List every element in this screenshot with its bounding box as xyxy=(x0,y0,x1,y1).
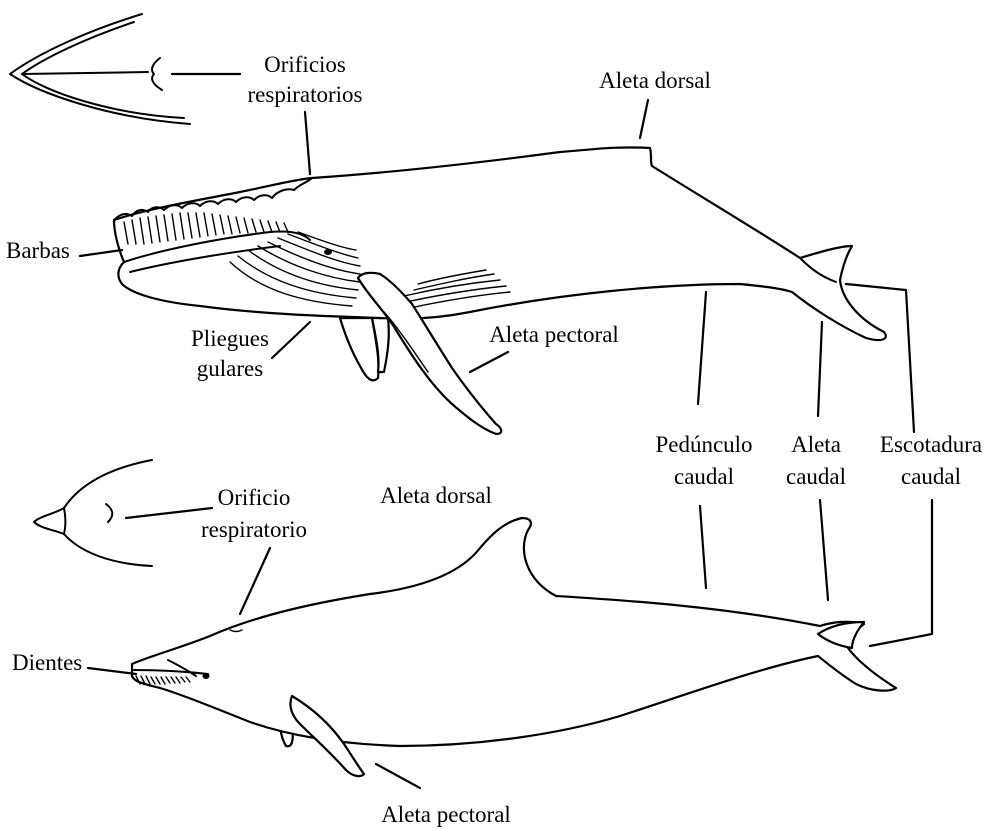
label-fluke-line1: Aleta xyxy=(791,432,841,457)
blowhole-icon xyxy=(106,504,112,522)
label-baleen: Barbas xyxy=(6,238,70,263)
label-blowholes-line1: Orificios xyxy=(264,52,346,77)
dolphin-eye xyxy=(203,673,210,679)
humpback-whale-illustration xyxy=(114,147,886,434)
blowhole-pair-icon xyxy=(152,58,162,90)
label-notch-line2: caudal xyxy=(901,464,961,489)
label-dolphin-dorsal-fin: Aleta dorsal xyxy=(380,483,492,508)
label-teeth: Dientes xyxy=(12,650,82,675)
whale-head-top-view xyxy=(10,14,240,124)
label-throat-grooves-line2: gulares xyxy=(197,356,263,381)
label-blowhole-line2: respiratorio xyxy=(201,517,307,542)
dolphin-illustration xyxy=(132,518,896,776)
label-peduncle-line2: caudal xyxy=(674,464,734,489)
label-notch-line1: Escotadura xyxy=(880,432,982,457)
dolphin-head-top-view xyxy=(34,460,212,566)
label-blowhole-line1: Orificio xyxy=(218,485,291,510)
label-blowholes-line2: respiratorios xyxy=(248,82,363,107)
label-dolphin-pectoral-fin: Aleta pectoral xyxy=(381,802,511,827)
label-fluke-line2: caudal xyxy=(786,464,846,489)
label-throat-grooves-line1: Pliegues xyxy=(191,326,269,351)
label-whale-dorsal-fin: Aleta dorsal xyxy=(599,68,711,93)
label-peduncle-line1: Pedúnculo xyxy=(655,432,752,457)
label-whale-pectoral-fin: Aleta pectoral xyxy=(489,322,619,347)
